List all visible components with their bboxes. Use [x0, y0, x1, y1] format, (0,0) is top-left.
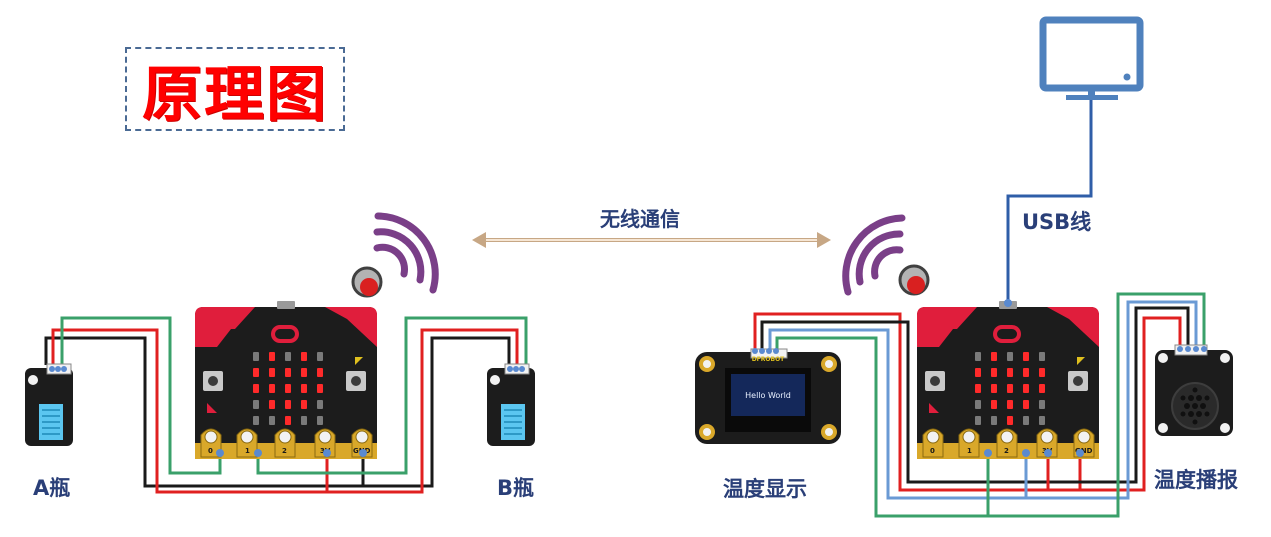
speaker-label: 温度播报	[1154, 468, 1238, 492]
pin-label: 0	[208, 447, 213, 455]
bottle-a-label: A瓶	[33, 476, 71, 500]
right-radio-icon	[842, 214, 930, 296]
display-label: 温度显示	[723, 477, 807, 501]
led-matrix	[253, 352, 323, 425]
oled-brand: DFROBOT	[752, 356, 785, 363]
pin-label: 2	[282, 447, 287, 455]
speaker-module	[1155, 344, 1233, 436]
left-microbit: 0 1 2 3V GND	[195, 301, 377, 459]
oled-screen-text: Hello World	[745, 391, 791, 400]
sensor-a	[25, 363, 73, 446]
left-radio-icon	[351, 212, 439, 298]
sensor-b	[487, 363, 535, 446]
left-pin-dots	[216, 449, 367, 457]
monitor-icon	[1039, 16, 1144, 100]
pin-label: 0	[930, 447, 935, 455]
pin-label: 2	[1004, 447, 1009, 455]
pin-label: 1	[967, 447, 972, 455]
usb-label: USB线	[1022, 210, 1092, 234]
oled-display: Hello World DFROBOT	[695, 348, 841, 444]
page-title: 原理图	[142, 59, 328, 130]
right-wiring	[753, 292, 1206, 518]
usb-cable	[1006, 100, 1093, 300]
wireless-label: 无线通信	[600, 207, 680, 231]
right-microbit: 0 1 2 3V GND	[917, 301, 1099, 459]
left-wiring	[44, 316, 528, 494]
led-matrix	[975, 352, 1045, 425]
pin-label: 1	[245, 447, 250, 455]
title-box: 原理图	[125, 47, 345, 131]
right-pin-dots	[984, 299, 1084, 457]
bottle-b-label: B瓶	[497, 476, 535, 500]
pin-label: GND	[1075, 447, 1093, 455]
wireless-arrow	[472, 232, 831, 248]
